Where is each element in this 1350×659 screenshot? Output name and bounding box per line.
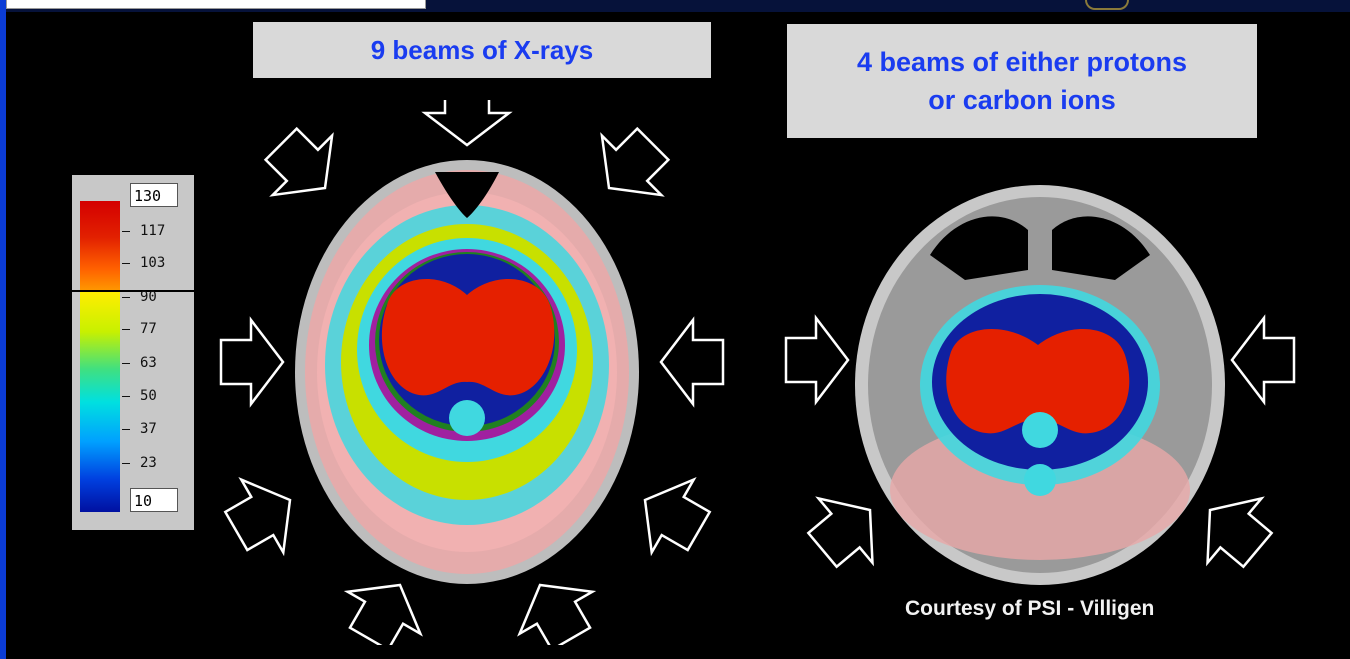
beam-arrow-icon (504, 564, 608, 645)
left-blue-border (0, 0, 6, 659)
legend-min-field[interactable]: 10 (130, 488, 178, 512)
legend-tick: 63 (122, 355, 157, 371)
xray-label-text: 9 beams of X-rays (371, 31, 594, 69)
legend-max-field[interactable]: 130 (130, 183, 178, 207)
beam-arrow-icon (624, 464, 720, 568)
legend-tick: 77 (122, 321, 157, 337)
beam-arrow-icon (1232, 318, 1294, 402)
beam-arrow-icon (221, 320, 283, 404)
beam-arrow-icon (251, 114, 354, 217)
top-white-box (6, 0, 426, 9)
tumor-target (382, 279, 554, 395)
legend-tick: 23 (122, 455, 157, 471)
legend-gradient-low (80, 292, 120, 512)
particle-dose-scan (760, 160, 1320, 600)
beam-arrow-icon (1183, 478, 1284, 582)
legend-tick: 37 (122, 421, 157, 437)
legend-tick: 90 (122, 289, 157, 305)
beam-arrow-icon (796, 478, 897, 582)
ornament-icon (1085, 0, 1129, 10)
particle-label: 4 beams of either protons or carbon ions (787, 24, 1257, 138)
legend-tick: 103 (122, 255, 165, 271)
legend-tick: 50 (122, 388, 157, 404)
beam-arrow-icon (786, 318, 848, 402)
xray-label: 9 beams of X-rays (253, 22, 711, 78)
legend-tick: 117 (122, 223, 165, 239)
xray-dose-scan (195, 100, 740, 645)
dose-legend: 130 117 103 90 77 63 50 37 23 10 (72, 175, 194, 530)
image-credit: Courtesy of PSI - Villigen (905, 597, 1154, 621)
beam-arrow-icon (579, 114, 682, 217)
beam-arrow-icon (215, 464, 311, 568)
beam-arrow-icon (661, 320, 723, 404)
particle-label-line1: 4 beams of either protons (787, 43, 1257, 81)
legend-gradient-high (80, 201, 120, 291)
particle-label-line2: or carbon ions (787, 81, 1257, 119)
beam-arrow-icon (425, 100, 509, 145)
